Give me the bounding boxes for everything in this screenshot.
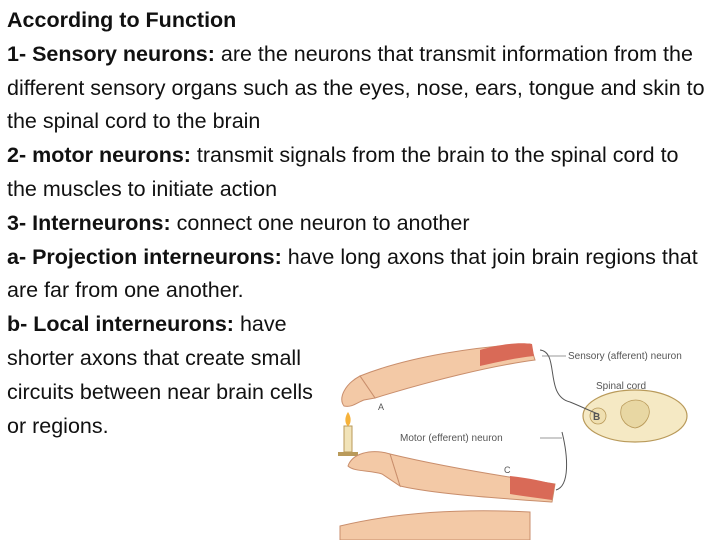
spinal-cord-section	[582, 389, 688, 443]
item-label: 1- Sensory neurons:	[7, 41, 215, 66]
interneurons-item: 3- Interneurons: connect one neuron to a…	[7, 207, 713, 241]
item-label: a- Projection interneurons:	[7, 244, 282, 269]
slide-heading: According to Function	[7, 8, 237, 32]
motor-nerve	[555, 431, 568, 491]
connecting-nerve	[569, 401, 599, 415]
marker-a: A	[378, 402, 384, 412]
item-label: 2- motor neurons:	[7, 143, 191, 168]
sensory-neuron-label: Sensory (afferent) neuron	[568, 351, 682, 362]
upper-hand	[341, 375, 376, 407]
reflex-arc-figure: Sensory (afferent) neuron Spinal cord Mo…	[338, 343, 688, 540]
upper-arm-muscle	[480, 343, 534, 366]
candle-icon	[338, 412, 358, 456]
item-text: transmit signals from the brain to the s…	[7, 143, 679, 201]
sensory-neurons-item: 1- Sensory neurons: are the neurons that…	[7, 38, 713, 139]
marker-b: B	[593, 412, 600, 423]
lower-arm-muscle	[510, 476, 555, 500]
item-text: connect one neuron to another	[170, 210, 470, 235]
spinal-cord-label: Spinal cord	[596, 381, 646, 392]
item-label: 3- Interneurons:	[7, 210, 171, 235]
item-label: b- Local interneurons:	[7, 312, 234, 337]
projection-interneurons-item: a- Projection interneurons: have long ax…	[7, 241, 713, 309]
item-text: are the neurons that transmit informatio…	[7, 41, 705, 134]
marker-c: C	[504, 465, 511, 475]
lower-hand	[347, 451, 401, 488]
sensory-nerve	[539, 349, 571, 403]
lower-forearm	[339, 510, 531, 540]
slide-text: According to Function 1- Sensory neurons…	[7, 4, 713, 443]
item-text: have shorter axons that create small cir…	[7, 312, 313, 438]
local-interneurons-item: b- Local interneurons: have shorter axon…	[7, 308, 317, 443]
motor-neuron-label: Motor (efferent) neuron	[400, 433, 503, 444]
motor-neurons-item: 2- motor neurons: transmit signals from …	[7, 139, 713, 207]
item-text: have long axons that join brain regions …	[7, 244, 698, 303]
